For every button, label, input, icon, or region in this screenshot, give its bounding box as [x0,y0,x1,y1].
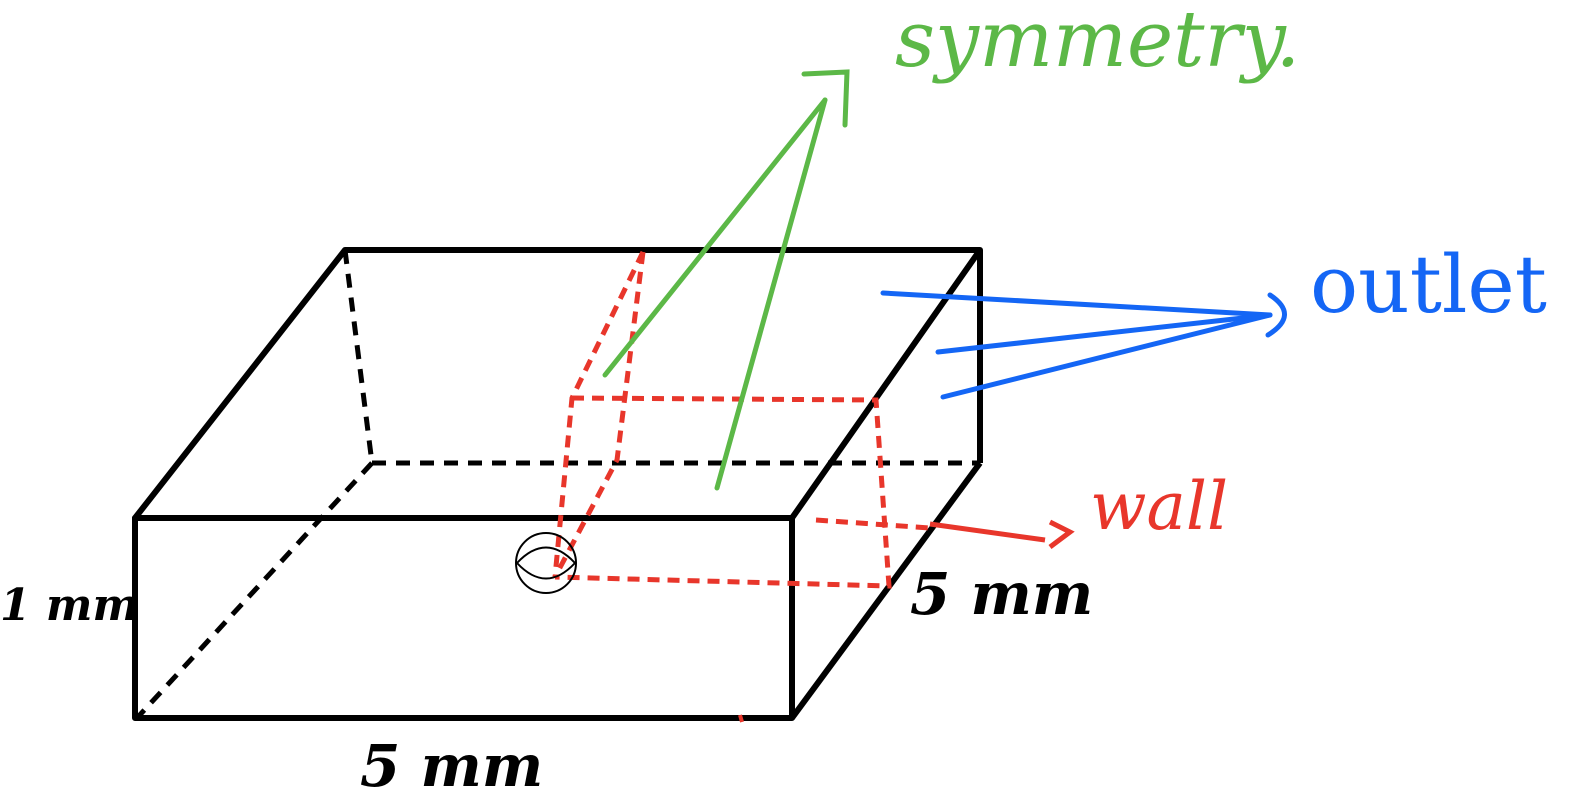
depth-label: 5 mm [910,560,1094,628]
width-label: 5 mm [360,732,544,800]
symmetry-label: symmetry. [895,0,1301,85]
wall-label: wall [1090,468,1229,545]
wall-arrow [929,521,1046,543]
outlet-arrows [880,290,1287,400]
wall-outline [552,250,931,589]
hidden-edges [135,249,980,720]
height-label: 1 mm [0,580,140,631]
symmetry-arrows [602,69,850,491]
red-mark [738,714,744,723]
box-edges [132,247,983,721]
globe-icon [515,532,577,594]
wall-arrow-head [1048,519,1075,549]
outlet-label: outlet [1310,238,1547,331]
